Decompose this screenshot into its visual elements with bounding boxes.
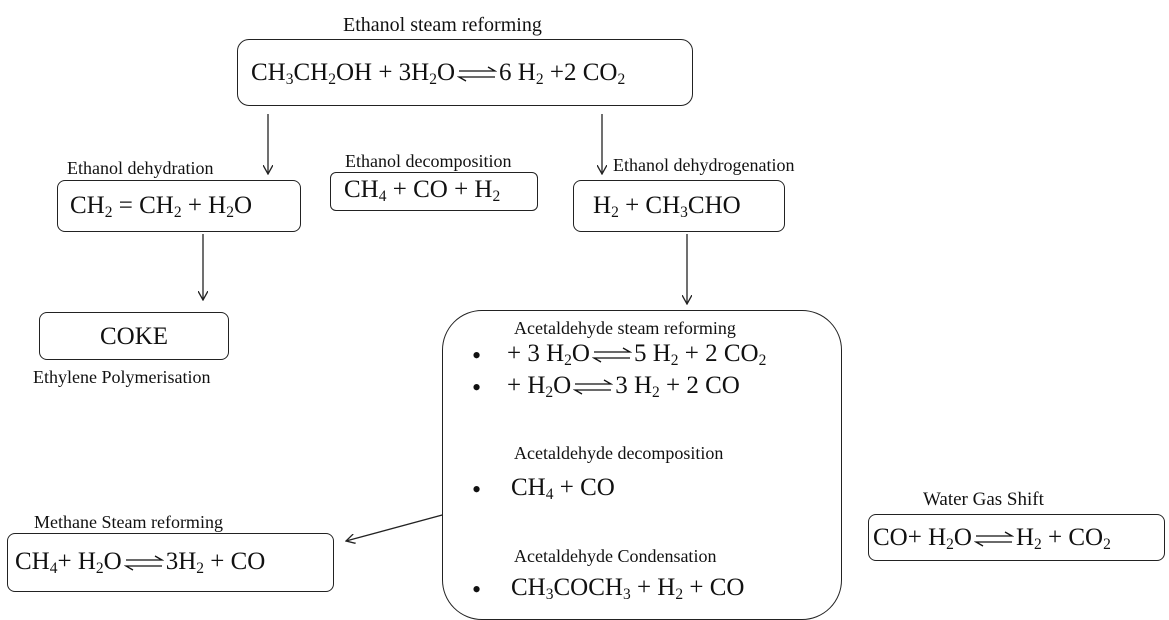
dehydrogenation-equation: H2 + CH3CHO: [593, 192, 741, 221]
wgs-title: Water Gas Shift: [923, 489, 1044, 510]
decomposition-equation: CH4 + CO + H2: [344, 176, 501, 205]
equilibrium-arrow-icon: [457, 66, 498, 82]
equilibrium-arrow-icon: [973, 531, 1014, 547]
steam-reforming-title: Ethanol steam reforming: [343, 14, 542, 36]
acetaldehyde-condensation-equation: CH3COCH3 + H2 + CO: [511, 574, 745, 603]
bullet: •: [472, 373, 482, 402]
equilibrium-arrow-icon: [573, 379, 614, 395]
coke-label: COKE: [99, 323, 169, 350]
methane-reforming-box: [7, 533, 334, 592]
steam-reforming-box: [237, 39, 693, 106]
bullet: •: [472, 475, 482, 504]
methane-reforming-title: Methane Steam reforming: [34, 512, 223, 532]
acetaldehyde-decomposition-equation: CH4 + CO: [511, 474, 615, 503]
dehydrogenation-box: [573, 180, 785, 232]
wgs-box: [868, 514, 1165, 561]
equilibrium-arrow-icon: [591, 347, 632, 363]
equilibrium-arrow-icon: [123, 555, 164, 571]
dehydration-title: Ethanol dehydration: [67, 158, 214, 178]
coke-caption: Ethylene Polymerisation: [33, 367, 211, 387]
coke-box: [39, 312, 229, 360]
bullet: •: [472, 575, 482, 604]
dehydration-equation: CH2 = CH2 + H2O: [70, 192, 253, 221]
acetaldehyde-steam-title: Acetaldehyde steam reforming: [514, 318, 736, 338]
dehydration-box: [57, 180, 301, 232]
bullet: •: [472, 341, 482, 370]
dehydrogenation-title: Ethanol dehydrogenation: [613, 155, 795, 175]
decomposition-title: Ethanol decomposition: [345, 151, 512, 171]
acetaldehyde-condensation-title: Acetaldehyde Condensation: [514, 546, 717, 566]
decomposition-box: [330, 172, 538, 211]
acetaldehyde-decomposition-title: Acetaldehyde decomposition: [514, 443, 724, 463]
